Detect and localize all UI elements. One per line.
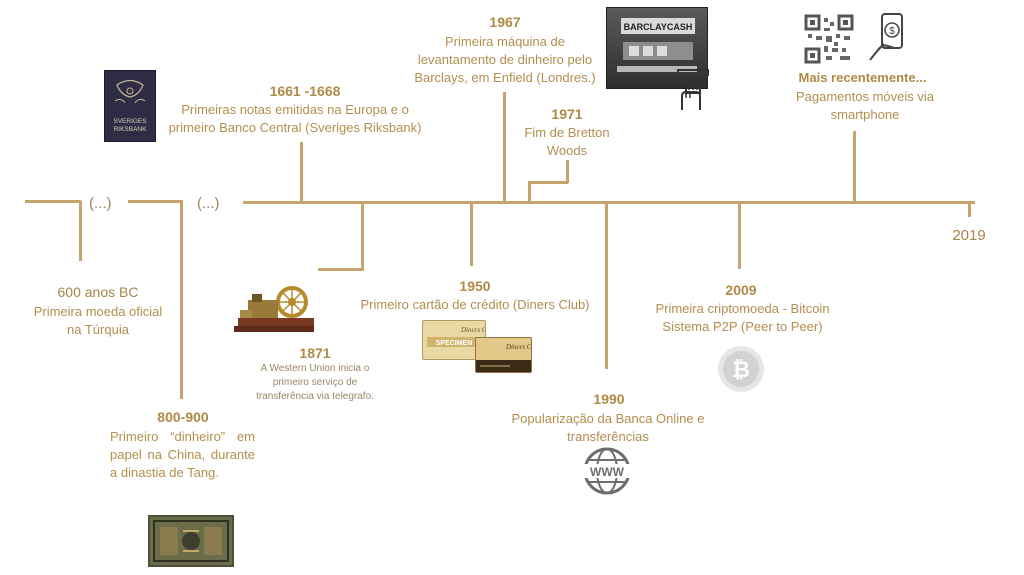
event-1950-text: Primeiro cartão de crédito (Diners Club) bbox=[360, 297, 590, 312]
event-2009-line1: Primeira criptomoeda - Bitcoin bbox=[655, 301, 830, 316]
svg-text:₿: ₿ bbox=[732, 358, 750, 383]
connector-1661 bbox=[300, 142, 303, 203]
connector-1967 bbox=[503, 92, 506, 202]
event-1661-year: 1661 -1668 bbox=[269, 83, 341, 99]
telegraph-image bbox=[230, 280, 318, 336]
diners-card-2-image: Diners Club bbox=[475, 337, 541, 373]
diners-logo-2: Diners Club bbox=[505, 343, 531, 351]
riksbank-line-2: RIKSBANK bbox=[114, 126, 148, 133]
connector-1971-horizontal bbox=[528, 181, 568, 184]
ellipsis-1: (...) bbox=[89, 195, 112, 212]
event-1661-line2: primeiro Banco Central (Sveriges Riksban… bbox=[168, 120, 422, 135]
event-1990-text: Popularização da Banca Online e transfer… bbox=[511, 411, 705, 444]
event-1871-year: 1871 bbox=[299, 345, 331, 361]
mobile-payment-icon: $ bbox=[868, 12, 908, 62]
connector-600bc bbox=[79, 201, 82, 261]
connector-recent bbox=[853, 131, 856, 202]
event-1661-line1: Primeiras notas emitidas na Europa e o bbox=[181, 102, 409, 117]
connector-1871-horizontal bbox=[318, 268, 364, 271]
www-label: WWW bbox=[590, 465, 625, 479]
event-600bc-year: 600 anos BC bbox=[57, 284, 139, 300]
event-recent-title: Mais recentemente... bbox=[798, 70, 927, 85]
event-600bc-text: Primeira moeda oficial na Túrquia bbox=[33, 304, 163, 337]
event-1971-text: Fim de Bretton Woods bbox=[524, 125, 610, 158]
event-800-year: 800-900 bbox=[157, 409, 209, 425]
event-2009-year: 2009 bbox=[725, 282, 757, 298]
ellipsis-2: (...) bbox=[197, 195, 220, 212]
end-year-label: 2019 bbox=[952, 227, 986, 244]
svg-text:$: $ bbox=[889, 26, 895, 37]
connector-1990 bbox=[605, 203, 608, 369]
event-1967-year: 1967 bbox=[489, 14, 521, 30]
qr-code-icon bbox=[804, 14, 854, 64]
event-recent-text: Pagamentos móveis via smartphone bbox=[795, 89, 934, 122]
event-2009-line2: Sistema P2P (Peer to Peer) bbox=[662, 319, 823, 334]
event-1990-year: 1990 bbox=[593, 391, 625, 407]
diners-logo-1: Diners Club bbox=[460, 326, 485, 334]
axis-segment-1 bbox=[25, 200, 81, 203]
specimen-label: SPECIMEN bbox=[436, 340, 473, 347]
riksbank-line-1: SVERIGES bbox=[113, 118, 147, 125]
www-globe-icon: WWW bbox=[582, 446, 632, 496]
connector-1971-vertical bbox=[528, 182, 531, 202]
barclays-atm-image: BARCLAYCASH bbox=[606, 7, 708, 89]
barclays-sign: BARCLAYCASH bbox=[624, 22, 693, 32]
axis-segment-2 bbox=[128, 200, 183, 203]
axis-main bbox=[243, 201, 975, 204]
connector-800 bbox=[180, 201, 183, 399]
event-1967-text: Primeira máquina de levantamento de dinh… bbox=[414, 34, 596, 85]
riksbank-book-image: SVERIGES RIKSBANK bbox=[104, 70, 156, 142]
event-1950-year: 1950 bbox=[459, 278, 491, 294]
connector-2009 bbox=[738, 203, 741, 269]
event-1871-text: A Western Union inicia o primeiro serviç… bbox=[256, 363, 374, 402]
connector-1871-vertical bbox=[361, 203, 364, 271]
connector-1950 bbox=[470, 203, 473, 266]
event-1971-year: 1971 bbox=[551, 106, 583, 122]
chinese-banknote-image bbox=[148, 515, 234, 567]
atm-card-icon bbox=[676, 68, 710, 112]
connector-1971-top bbox=[566, 160, 569, 183]
axis-end-tick bbox=[968, 203, 971, 217]
bitcoin-icon: ₿ bbox=[716, 344, 766, 394]
event-800-text: Primeiro “dinheiro” em papel na China, d… bbox=[110, 429, 255, 480]
